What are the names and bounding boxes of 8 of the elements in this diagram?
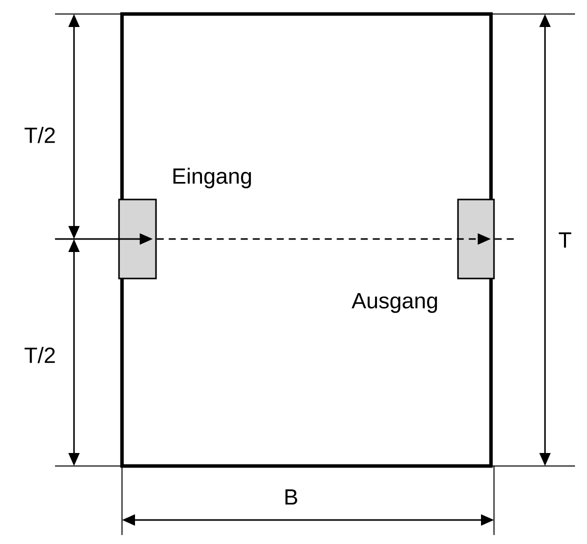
- dimension-label: T/2: [24, 126, 55, 144]
- dimension-label: T: [558, 232, 572, 248]
- port-box: [457, 198, 495, 280]
- dimension-label: T/2: [24, 346, 55, 364]
- dimension-label: B: [285, 489, 298, 505]
- port-box: [118, 198, 157, 280]
- port-label: Eingang: [173, 168, 251, 188]
- port-label: Ausgang: [352, 293, 437, 313]
